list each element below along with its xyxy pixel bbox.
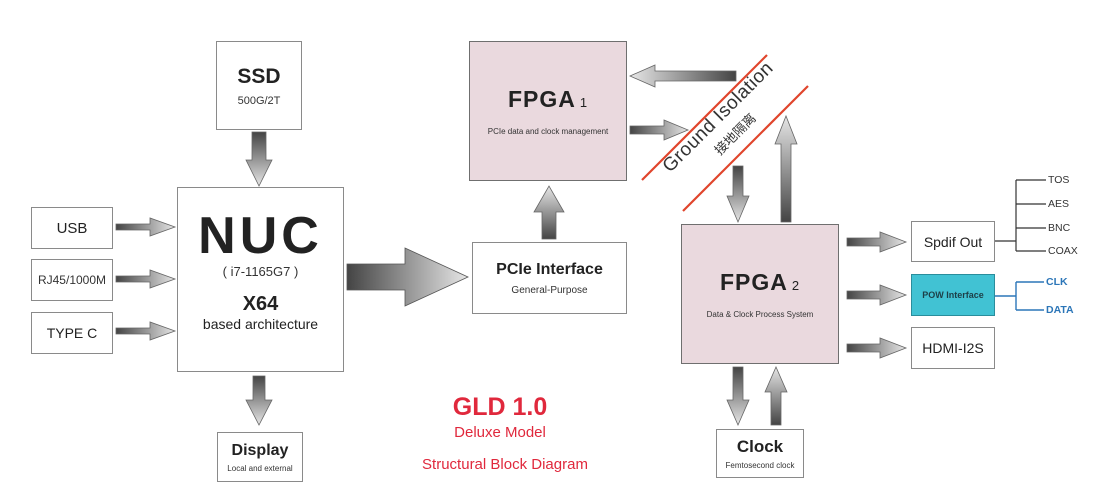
clock-box: Clock Femtosecond clock [716, 429, 804, 478]
fpga2-sub: Data & Clock Process System [706, 310, 814, 319]
arrow-down-to-fpga2 [726, 165, 750, 224]
nuc-title: NUC [198, 207, 323, 265]
arrow-from-fpga1 [629, 119, 690, 141]
arrow-nuc-to-display [245, 375, 273, 426]
hdmi-i2s-box: HDMI-I2S [911, 327, 995, 369]
display-title: Display [231, 441, 289, 459]
arrow-up-from-fpga2 [774, 114, 798, 223]
fpga1-sub: PCIe data and clock management [487, 127, 609, 136]
fpga2-title-text: FPGA [719, 269, 788, 295]
arrow-fpga2-to-pow [846, 284, 908, 306]
display-sub: Local and external [227, 463, 293, 473]
typec-box: TYPE C [31, 312, 113, 354]
ssd-capacity: 500G/2T [237, 94, 281, 107]
arrow-ssd-to-nuc [245, 131, 273, 187]
rj45-box: RJ45/1000M [31, 259, 113, 301]
nuc-box: NUC ( i7-1165G7 ) X64 based architecture [177, 187, 344, 372]
fpga1-number: 1 [579, 95, 589, 110]
nuc-cpu: ( i7-1165G7 ) [222, 264, 299, 279]
arrow-usb-to-nuc [115, 217, 177, 237]
arrow-typec-to-nuc [115, 321, 177, 341]
arrow-fpga2-to-hdmi [846, 337, 908, 359]
clock-sub: Femtosecond clock [725, 461, 795, 470]
ground-line-upper [641, 54, 768, 181]
arrow-fpga2-to-spdif [846, 231, 908, 253]
pow-output-tree [995, 281, 1044, 311]
usb-label: USB [56, 219, 88, 237]
spdif-output-tos: TOS [1048, 174, 1070, 186]
spdif-output-tree [995, 179, 1046, 252]
pow-output-data: DATA [1046, 304, 1074, 316]
fpga1-title-text: FPGA [507, 86, 576, 112]
ssd-title: SSD [237, 64, 281, 88]
display-box: Display Local and external [217, 432, 303, 482]
ssd-box: SSD 500G/2T [216, 41, 302, 130]
spdif-output-bnc: BNC [1048, 222, 1071, 234]
arrow-to-fpga1 [629, 64, 737, 88]
pow-output-clk: CLK [1046, 276, 1068, 288]
pcie-title: PCIe Interface [496, 260, 603, 278]
gld-description: Structural Block Diagram [422, 456, 588, 473]
spdif-output-aes: AES [1048, 198, 1070, 210]
ground-line-lower [682, 85, 809, 212]
pcie-interface-box: PCIe Interface General-Purpose [472, 242, 627, 314]
spdif-out-box: Spdif Out [911, 221, 995, 262]
typec-label: TYPE C [46, 325, 98, 341]
arrow-nuc-to-pcie [346, 247, 469, 307]
pow-interface-box: POW Interface [911, 274, 995, 316]
fpga2-number: 2 [791, 278, 801, 293]
hdmi-title: HDMI-I2S [922, 340, 984, 356]
nuc-arch-title: X64 [242, 293, 279, 315]
rj45-label: RJ45/1000M [37, 273, 107, 287]
spdif-title: Spdif Out [923, 233, 983, 250]
arrow-fpga2-to-clock [726, 366, 750, 426]
pow-title: POW Interface [922, 290, 984, 300]
pcie-sub: General-Purpose [511, 284, 588, 296]
nuc-arch-sub: based architecture [202, 316, 319, 332]
arrow-clock-to-fpga2 [764, 366, 788, 426]
arrow-pcie-to-fpga1 [533, 185, 565, 240]
gld-model: Deluxe Model [454, 424, 546, 441]
usb-box: USB [31, 207, 113, 249]
clock-title: Clock [736, 437, 784, 456]
arrow-rj45-to-nuc [115, 269, 177, 289]
spdif-output-coax: COAX [1048, 245, 1078, 257]
gld-title: GLD 1.0 [452, 393, 548, 421]
